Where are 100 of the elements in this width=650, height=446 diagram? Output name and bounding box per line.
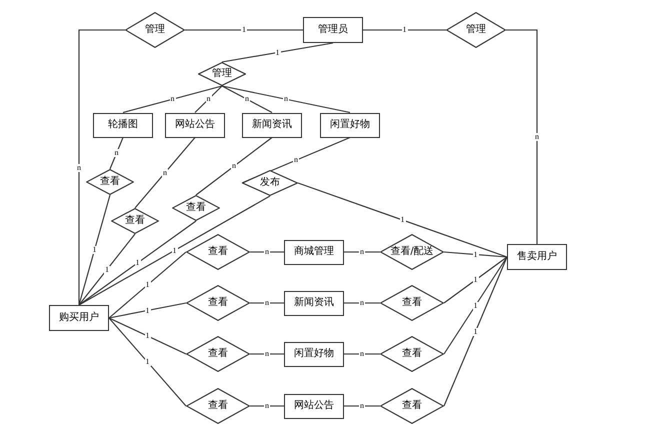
- entity-box: [284, 240, 344, 264]
- relationship-diamond: [86, 169, 134, 195]
- entity-box: [320, 112, 380, 138]
- entity-name: 管理员: [318, 25, 348, 35]
- cardinality-label: n: [283, 95, 289, 104]
- relationship-diamond: [380, 388, 444, 424]
- connector-line: [344, 251, 380, 253]
- connector-line: [250, 302, 284, 304]
- connector-line: [194, 86, 222, 113]
- relationship-diamond: [172, 195, 220, 221]
- cardinality-label: n: [293, 156, 299, 164]
- connector-line: [506, 29, 538, 244]
- connector-line: [344, 353, 380, 355]
- relationship-name: 查看: [208, 349, 228, 359]
- connector-line: [108, 302, 186, 319]
- cardinality-label: 1: [144, 281, 150, 289]
- cardinality-label: n: [114, 149, 120, 158]
- cardinality-label: 1: [472, 302, 478, 310]
- relationship-diamond: [380, 234, 444, 270]
- connector-line: [444, 256, 508, 304]
- relationship-diamond: [111, 208, 159, 234]
- entity-name: 轮播图: [108, 120, 138, 130]
- relationship-diamond: [242, 170, 298, 196]
- entity-box: [49, 305, 109, 331]
- connector-line: [108, 252, 186, 318]
- connector-line: [134, 137, 196, 208]
- connector-line: [185, 29, 303, 31]
- relationship-diamond: [186, 388, 250, 424]
- entity-box: [284, 394, 344, 418]
- connector-line: [78, 196, 270, 306]
- connector-line: [78, 194, 111, 306]
- cardinality-label: 1: [134, 259, 140, 267]
- cardinality-label: n: [359, 299, 365, 307]
- entity-box: [242, 112, 302, 138]
- relationship-name: 查看: [402, 401, 422, 411]
- relationship-name: 查看: [186, 203, 206, 213]
- connector-line: [196, 137, 272, 196]
- entity-name: 闲置好物: [294, 349, 334, 359]
- relationship-diamond: [186, 285, 250, 321]
- cardinality-label: n: [264, 299, 270, 307]
- connector-line: [110, 137, 124, 170]
- entity-name: 闲置好物: [330, 120, 370, 130]
- cardinality-label: n: [359, 248, 365, 256]
- cardinality-label: n: [534, 133, 540, 141]
- relationship-name: 发布: [260, 178, 280, 188]
- cardinality-label: n: [244, 95, 250, 104]
- cardinality-label: 1: [472, 276, 478, 284]
- cardinality-label: n: [162, 168, 168, 177]
- relationship-name: 查看: [208, 401, 228, 411]
- cardinality-label: n: [170, 95, 176, 104]
- relationship-diamond: [198, 62, 246, 86]
- cardinality-label: 1: [274, 48, 280, 56]
- entity-name: 新闻资讯: [294, 298, 334, 308]
- entity-name: 网站公告: [175, 120, 215, 130]
- entity-box: [507, 244, 567, 270]
- relationship-name: 查看: [208, 298, 228, 308]
- connector-line: [250, 405, 284, 407]
- connector-line: [108, 318, 186, 406]
- connector-line: [363, 29, 446, 31]
- cardinality-label: 1: [104, 266, 110, 274]
- relationship-name: 查看/配送: [390, 247, 434, 257]
- relationship-diamond: [446, 12, 506, 48]
- entity-box: [284, 290, 344, 316]
- entity-name: 购买用户: [59, 313, 99, 323]
- cardinality-label: 1: [400, 216, 406, 224]
- entity-box: [165, 112, 225, 138]
- cardinality-label: n: [76, 164, 82, 172]
- relationship-diamond: [380, 336, 444, 372]
- connector-line: [444, 256, 508, 354]
- relationship-diamond: [186, 234, 250, 270]
- relationship-diamond: [186, 336, 250, 372]
- relationship-diamond: [380, 285, 444, 321]
- cardinality-label: n: [264, 402, 270, 410]
- cardinality-label: 1: [144, 332, 150, 340]
- connector-line: [222, 86, 272, 113]
- relationship-name: 管理: [466, 25, 486, 35]
- connector-line: [78, 29, 125, 305]
- cardinality-label: 1: [92, 246, 98, 254]
- cardinality-label: 1: [472, 328, 478, 336]
- relationship-name: 查看: [125, 216, 145, 226]
- relationship-name: 管理: [145, 25, 165, 35]
- cardinality-label: 1: [241, 26, 247, 34]
- connector-line: [444, 256, 508, 406]
- cardinality-label: 1: [144, 306, 150, 314]
- connector-line: [444, 251, 508, 258]
- connector-line: [250, 251, 284, 253]
- connector-line: [344, 302, 380, 304]
- entity-name: 商城管理: [294, 247, 334, 257]
- entity-name: 售卖用户: [517, 252, 557, 262]
- cardinality-label: n: [231, 162, 237, 170]
- connector-line: [222, 42, 334, 63]
- connector-line: [344, 405, 380, 407]
- cardinality-label: 1: [402, 26, 408, 34]
- entity-box: [93, 112, 153, 138]
- cardinality-label: n: [264, 248, 270, 256]
- entity-box: [284, 342, 344, 366]
- connector-line: [298, 182, 508, 258]
- entity-name: 新闻资讯: [252, 120, 292, 130]
- cardinality-label: 1: [172, 246, 178, 254]
- connector-line: [222, 85, 350, 114]
